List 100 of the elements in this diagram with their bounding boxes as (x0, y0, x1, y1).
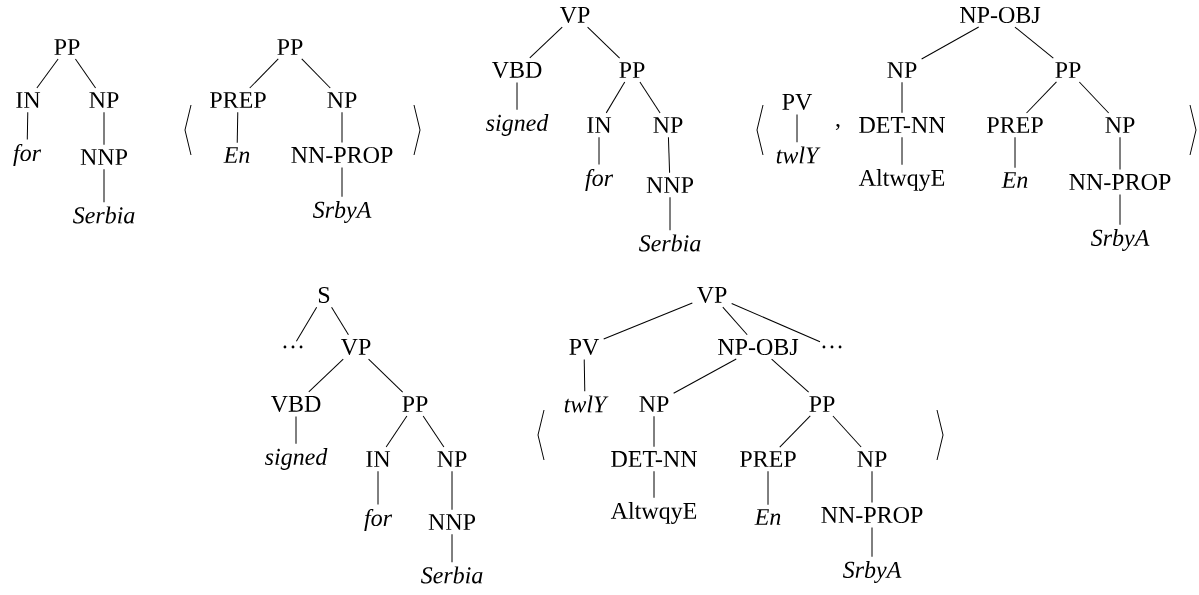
category-label: PP (619, 62, 645, 78)
word-label: Serbia (72, 206, 135, 224)
tree-branch (295, 415, 297, 445)
category-label: IN (366, 451, 391, 467)
category-label: NN-PROP (1069, 173, 1171, 191)
tree-branch (341, 111, 343, 144)
tree-branch (1119, 193, 1121, 226)
tree-branch (669, 196, 671, 231)
tree-branch (103, 111, 105, 146)
tree-branch (1026, 81, 1057, 114)
category-label: IN (16, 92, 41, 108)
category-label: VP (340, 338, 371, 356)
category-label: VP (696, 286, 727, 304)
tree-branch (639, 81, 661, 114)
tree-branch (1119, 136, 1121, 171)
tree-branch (667, 136, 671, 174)
category-label: DET-NN (859, 117, 946, 133)
category-label: IN (587, 117, 612, 133)
word-label: SrbyA (1090, 229, 1150, 251)
word-label: En (754, 509, 781, 525)
comma: , (835, 123, 840, 131)
category-label: … (283, 345, 303, 349)
tree-branch (731, 303, 821, 343)
tree-branch (422, 415, 445, 448)
word-label: twlY (564, 395, 609, 413)
word-label: twlY (776, 146, 821, 164)
tree-branch (605, 81, 626, 114)
tree-branch (1078, 81, 1110, 114)
tree-branch (779, 415, 811, 448)
category-label: AltwqyE (610, 502, 697, 524)
category-label: NP (887, 62, 917, 78)
tree-branch (673, 358, 737, 394)
category-label: PREP (987, 117, 1043, 133)
tree-branch (1014, 26, 1054, 59)
word-label: SrbyA (842, 561, 902, 583)
tree-branch (921, 26, 980, 60)
tree-branch (377, 470, 379, 506)
category-label: PP (809, 396, 835, 412)
tree-branch (236, 111, 239, 144)
tree-branch (295, 306, 318, 342)
tree-branch (587, 26, 621, 59)
tree-branch (583, 358, 586, 392)
category-label: NN-PROP (821, 506, 923, 524)
category-label: NNP (428, 514, 476, 530)
category-label: NP-OBJ (960, 6, 1041, 24)
tree-branch (341, 166, 343, 198)
word-label: SrbyA (312, 201, 372, 223)
tree-branch (516, 81, 518, 111)
tree-branch (1014, 136, 1016, 169)
category-label: NP (653, 117, 683, 133)
category-label: S (318, 286, 330, 304)
category-label: NP (639, 396, 669, 412)
word-label: for (364, 509, 393, 531)
tree-branch (767, 470, 769, 506)
word-label: signed (485, 114, 549, 136)
category-label: NP (89, 92, 119, 108)
word-label: signed (264, 448, 328, 470)
tree-branch (653, 415, 655, 448)
category-label: PP (1055, 62, 1081, 78)
word-label: En (1001, 172, 1028, 188)
category-label: NN-PROP (291, 146, 393, 164)
tree-branch (529, 26, 563, 59)
category-label: NNP (80, 149, 128, 165)
tree-branch (385, 415, 408, 448)
category-label: AltwqyE (858, 169, 945, 191)
category-label: PV (782, 93, 813, 111)
category-label: PREP (210, 92, 266, 108)
tree-branch (901, 136, 903, 166)
tree-branch (26, 111, 29, 141)
word-label: Serbia (420, 566, 483, 584)
tree-branch (74, 58, 97, 89)
word-label: for (13, 144, 42, 166)
tree-branch (901, 81, 903, 114)
tree-branch (103, 168, 105, 203)
category-label: PREP (740, 451, 796, 467)
tree-branch (871, 526, 873, 558)
category-label: NP (437, 451, 467, 467)
category-label: NP (857, 451, 887, 467)
tree-branch (451, 533, 453, 563)
tree-branch (598, 136, 600, 166)
word-label: En (223, 147, 250, 163)
category-label: NNP (646, 177, 694, 193)
tree-branch (249, 58, 279, 89)
tree-branch (832, 415, 862, 448)
tree-branch (871, 470, 873, 504)
tree-branch (603, 302, 693, 340)
category-label: VBD (270, 395, 321, 413)
tree-branch (308, 358, 344, 393)
category-label: PP (54, 39, 80, 55)
tree-branch (331, 306, 349, 336)
tree-branch (301, 58, 331, 89)
word-label: Serbia (638, 234, 701, 252)
word-label: for (585, 169, 614, 191)
category-label: VP (559, 6, 590, 24)
tree-branch (796, 113, 798, 143)
category-label: NP (327, 92, 357, 108)
category-label: … (822, 345, 842, 349)
category-label: PP (277, 39, 303, 55)
tree-branch (722, 306, 748, 336)
category-label: NP-OBJ (718, 338, 799, 356)
